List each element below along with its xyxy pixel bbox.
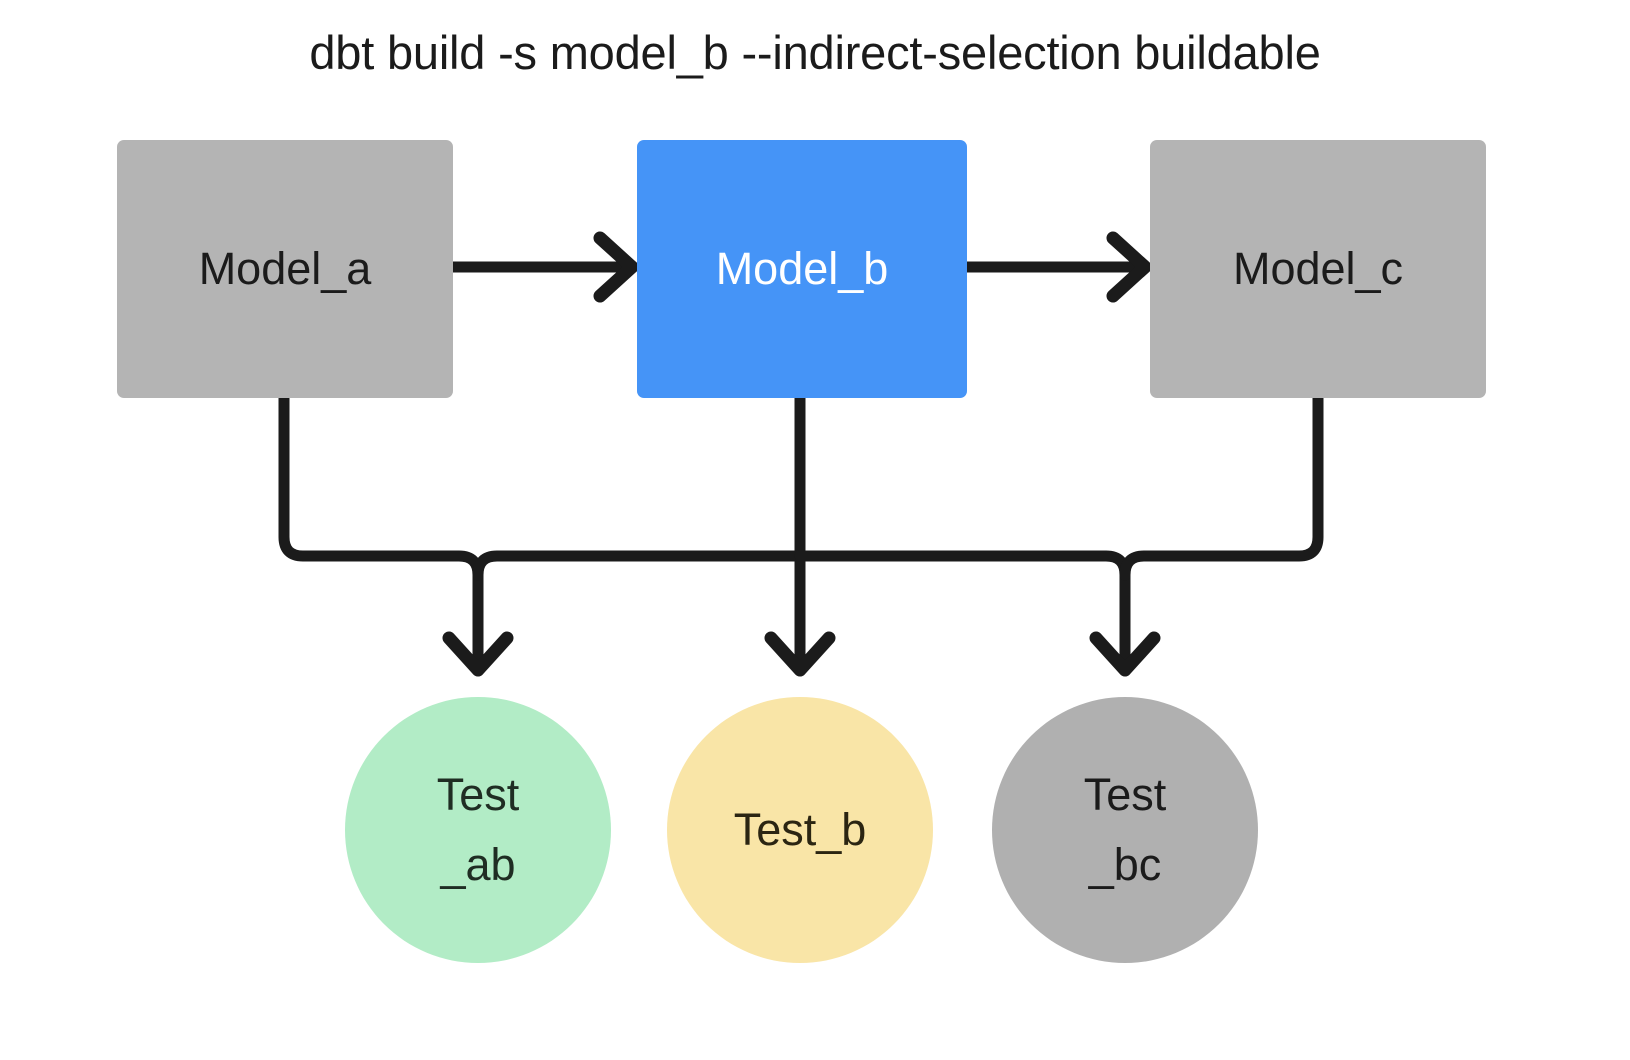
node-model-c-label: Model_c	[1232, 243, 1404, 295]
node-model-a-label: Model_a	[198, 243, 372, 295]
edge-model-b-to-model-c	[961, 231, 1152, 303]
node-test-ab[interactable]: Test _ab	[345, 697, 611, 963]
node-model-a[interactable]: Model_a	[117, 140, 453, 398]
node-test-bc-label-line2: _bc	[1088, 839, 1162, 890]
node-test-b[interactable]: Test_b	[667, 697, 933, 963]
node-model-b[interactable]: Model_b	[637, 140, 967, 398]
page-title: dbt build -s model_b --indirect-selectio…	[309, 26, 1321, 79]
node-test-bc-label-line1: Test	[1083, 769, 1167, 821]
node-test-b-label-line1: Test_b	[733, 804, 867, 856]
edge-model-a-to-model-b	[447, 231, 639, 303]
edge-model-a-to-test-ab	[278, 392, 514, 677]
node-test-bc[interactable]: Test _bc	[992, 697, 1258, 963]
node-model-b-label: Model_b	[715, 243, 889, 295]
edge-model-b-to-test-b	[764, 392, 836, 677]
edge-model-c-to-test-bc	[1119, 392, 1324, 581]
edge-model-b-to-test-bc	[794, 550, 1161, 677]
node-test-ab-label-line1: Test	[436, 769, 520, 821]
node-model-c[interactable]: Model_c	[1150, 140, 1486, 398]
node-test-ab-label-line2: _ab	[440, 839, 516, 890]
edge-model-b-to-test-ab	[472, 550, 806, 581]
